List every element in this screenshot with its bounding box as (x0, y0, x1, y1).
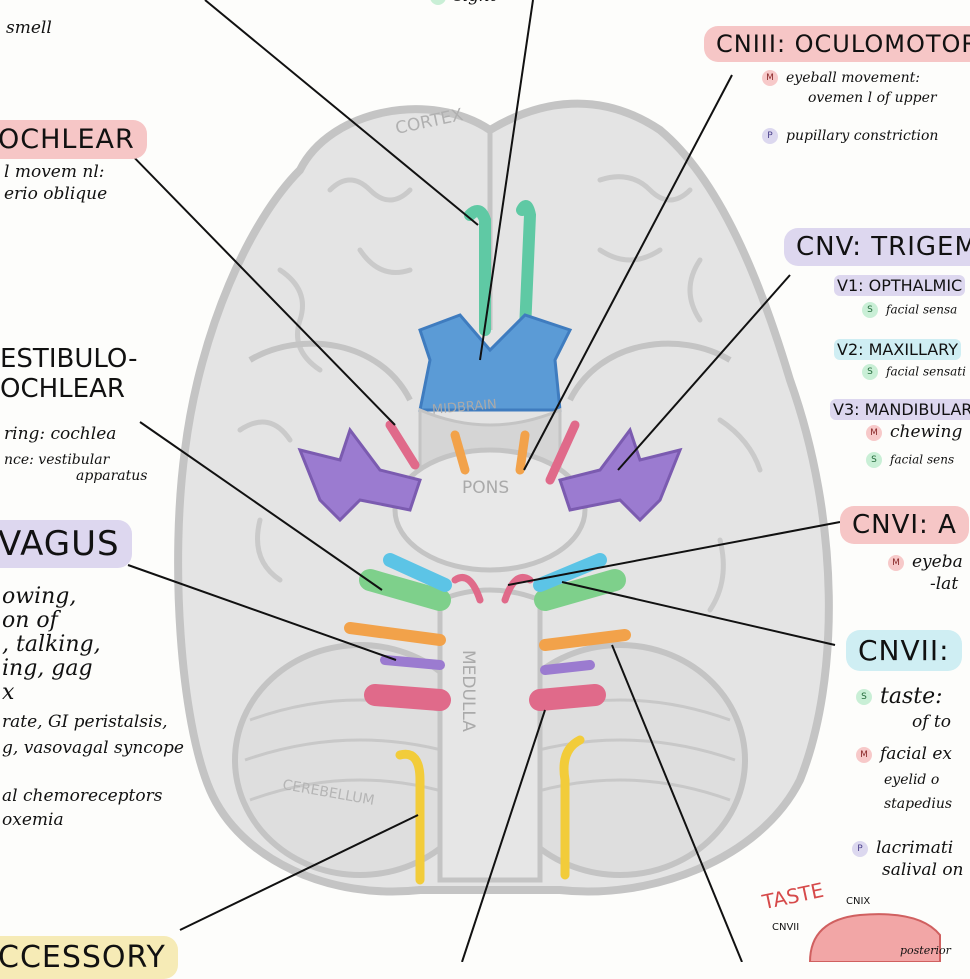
accessory-nerve-right (559, 735, 585, 880)
olfactory-tract-right (516, 200, 537, 336)
cn7-line-5: stapedius (884, 796, 953, 812)
vestibulo-title-2: OCHLEAR (0, 374, 125, 404)
vagus-line-3: , talking, (2, 632, 101, 657)
cn6-title: CNVI: A (840, 506, 969, 544)
temporal-lobe-left (248, 340, 413, 402)
vagus-line-7: g, vasovagal syncope (2, 738, 184, 758)
hypoglossal-right (529, 684, 606, 711)
medulla (437, 587, 543, 883)
sensory-dot (430, 0, 446, 5)
parasympathetic-dot: P (762, 128, 778, 144)
olfactory-tract-left (464, 205, 491, 336)
pons (392, 447, 588, 573)
vagus-line-5: x (2, 680, 15, 705)
cn7-line-4: eyelid o (884, 772, 940, 788)
trigeminal-nerve-left (297, 426, 422, 523)
tongue-sketch (808, 913, 941, 962)
accessory-nerve-left (395, 749, 425, 885)
vagus-small-left (380, 655, 445, 670)
trochlear-title: OCHLEAR (0, 120, 147, 159)
sensory-dot: S (862, 364, 878, 380)
trochlear-line-1: l movem nl: (4, 162, 105, 182)
abducens-nerve (451, 574, 534, 604)
trochlear-nerve-left (385, 420, 420, 470)
vagus-line-4: ing, gag (2, 656, 93, 681)
medulla-label: MEDULLA (458, 650, 478, 732)
vagus-line-2: on of (2, 608, 58, 633)
accessory-title: CCESSORY (0, 936, 178, 979)
motor-dot: M (888, 554, 904, 571)
motor-dot: M (856, 746, 872, 763)
vestibulo-title-1: ESTIBULO- (0, 344, 138, 374)
motor-dot: M (762, 70, 778, 86)
v2-label: V2: MAXILLARY (834, 339, 962, 360)
pons-label: PONS (462, 478, 510, 498)
hypoglossal-left (364, 684, 451, 711)
taste-posterior-label: posterior (900, 944, 951, 957)
sight-text: sight (430, 0, 497, 6)
cn5-title: CNV: TRIGEMI (784, 228, 970, 266)
facial-nerve-left (383, 553, 452, 592)
sensory-dot: S (866, 452, 882, 468)
v1-label: V1: OPTHALMIC (834, 275, 966, 296)
taste-cn9-label: CNIX (846, 896, 871, 907)
vagus-line-1: owing, (2, 584, 77, 609)
trochlear-nerve-right (545, 420, 580, 485)
taste-cn7-label: CNVII (772, 922, 800, 933)
leader-lines (121, 0, 841, 962)
v3-label: V3: MANDIBULAR (830, 399, 970, 420)
optic-chiasm (418, 313, 573, 412)
smell-text: smell (6, 18, 52, 38)
cn6-line-2: -lat (930, 574, 959, 594)
vagus-line-9: oxemia (2, 810, 64, 830)
cn7-line-2: of to (912, 712, 951, 732)
parasympathetic-dot: P (852, 840, 868, 857)
vagus-small-right (540, 660, 595, 675)
vestibulocochlear-right (534, 569, 626, 611)
hearing-text: ring: cochlea (4, 424, 117, 444)
glossopharyngeal-right (539, 629, 631, 651)
trochlear-line-2: erio oblique (4, 184, 108, 204)
temporal-lobe-right (567, 340, 732, 402)
balance-text: nce: vestibular (4, 452, 110, 468)
trigeminal-nerve-right (558, 426, 683, 523)
cn7-line-7: salival on (882, 860, 964, 880)
sensory-dot: S (862, 302, 878, 318)
cn7-title: CNVII: (846, 630, 962, 671)
motor-dot: M (866, 424, 882, 441)
vestibulocochlear-left (359, 569, 451, 611)
vagus-line-8: al chemoreceptors (2, 786, 163, 806)
sensory-dot: S (856, 689, 872, 705)
balance-text-2: apparatus (76, 468, 148, 484)
cn3-line-2: ovemen l of upper (808, 90, 937, 106)
glossopharyngeal-left (344, 622, 446, 646)
gyri (237, 174, 763, 613)
oculomotor-nerve-left (450, 430, 470, 475)
cn3-title: CNIII: OCULOMOTOR (704, 26, 970, 62)
oculomotor-nerve-right (515, 430, 530, 475)
vagus-line-6: rate, GI peristalsis, (2, 712, 168, 732)
vagus-title: VAGUS (0, 520, 132, 568)
